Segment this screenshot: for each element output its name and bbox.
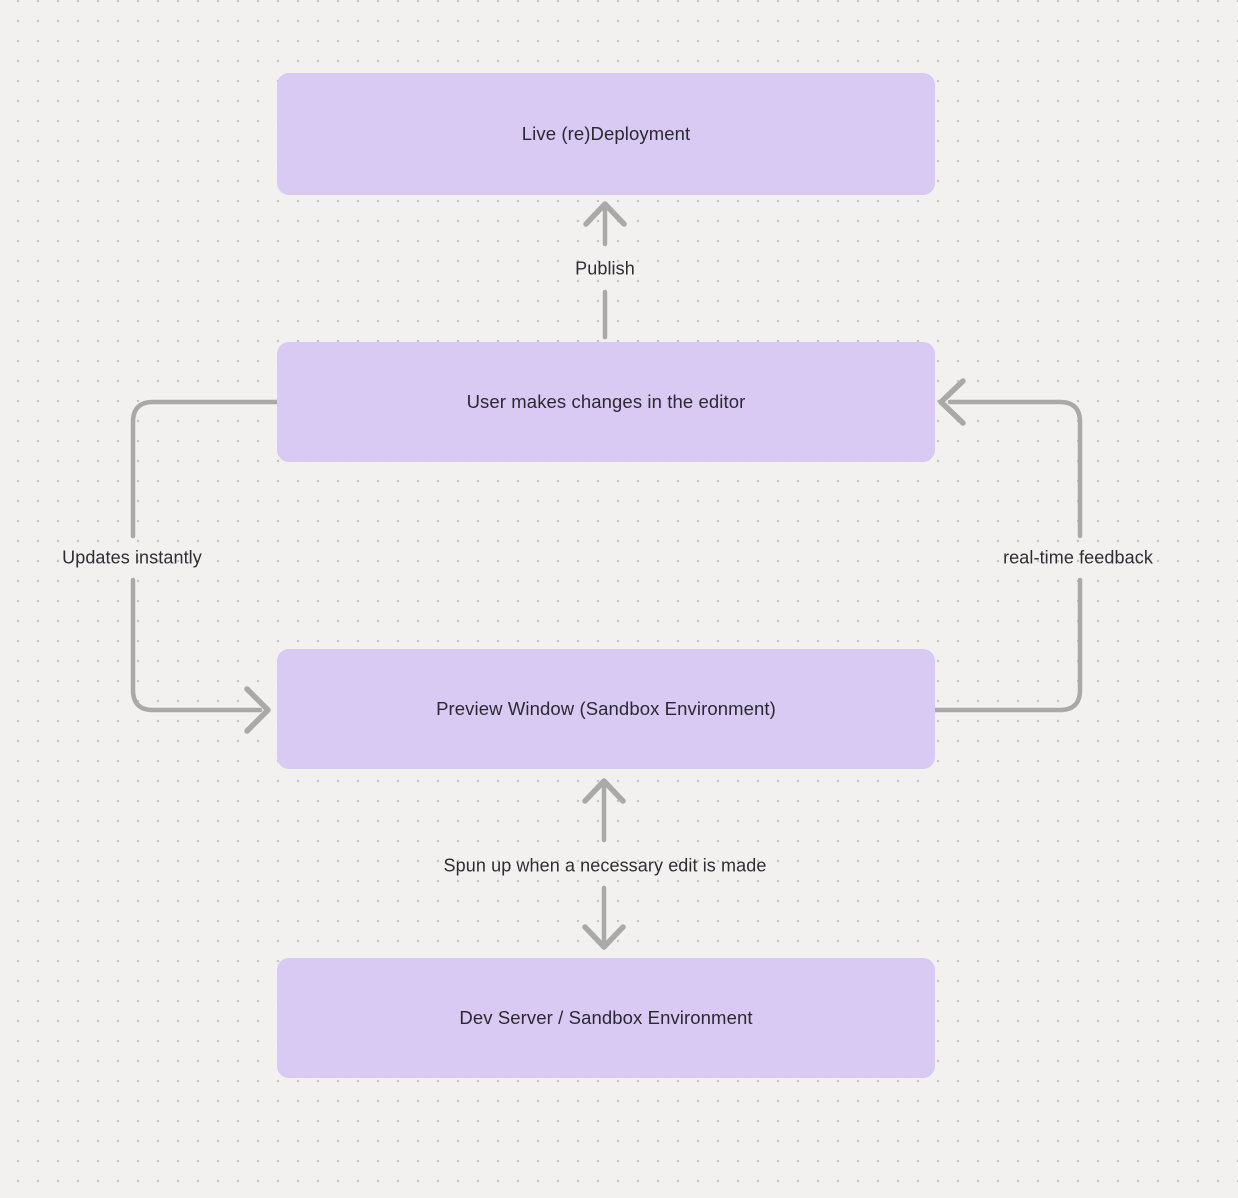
edge-real-time-feedback-line	[932, 378, 1083, 713]
edge-label-real-time-feedback: real-time feedback	[1003, 547, 1153, 568]
node-user-changes: User makes changes in the editor	[277, 342, 935, 462]
node-preview-window: Preview Window (Sandbox Environment)	[277, 649, 935, 769]
node-user-changes-label: User makes changes in the editor	[466, 391, 746, 412]
edge-label-spun-up: Spun up when a necessary edit is made	[443, 855, 767, 876]
node-dev-server-label: Dev Server / Sandbox Environment	[459, 1007, 753, 1028]
edge-label-publish: Publish	[575, 258, 635, 279]
edge-label-updates-instantly: Updates instantly	[62, 547, 202, 568]
node-dev-server: Dev Server / Sandbox Environment	[277, 958, 935, 1078]
node-live-redeployment: Live (re)Deployment	[277, 73, 935, 195]
node-preview-window-label: Preview Window (Sandbox Environment)	[436, 698, 776, 719]
node-live-redeployment-label: Live (re)Deployment	[521, 123, 691, 144]
